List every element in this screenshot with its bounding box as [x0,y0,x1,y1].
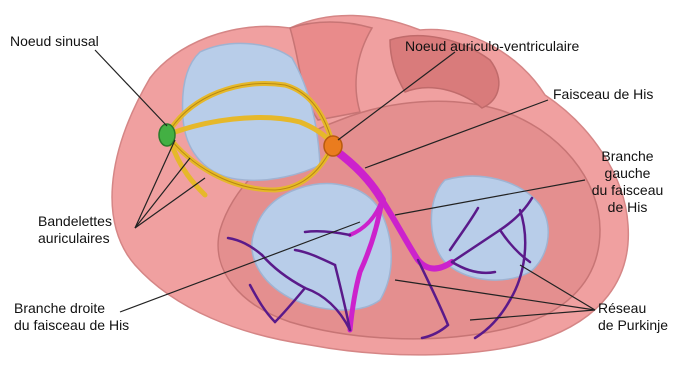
label-reseau-purkinje: Réseau de Purkinje [598,300,668,334]
label-noeud-av: Noeud auriculo-ventriculaire [405,38,579,55]
label-branche-gauche: Branche gauche du faisceau de His [580,148,675,216]
label-branche-droite: Branche droite du faisceau de His [14,300,129,334]
label-noeud-sinusal: Noeud sinusal [10,33,99,50]
label-bandelettes: Bandelettes auriculaires [38,213,112,247]
sinus-node [159,124,175,146]
label-faisceau-his: Faisceau de His [553,86,653,103]
